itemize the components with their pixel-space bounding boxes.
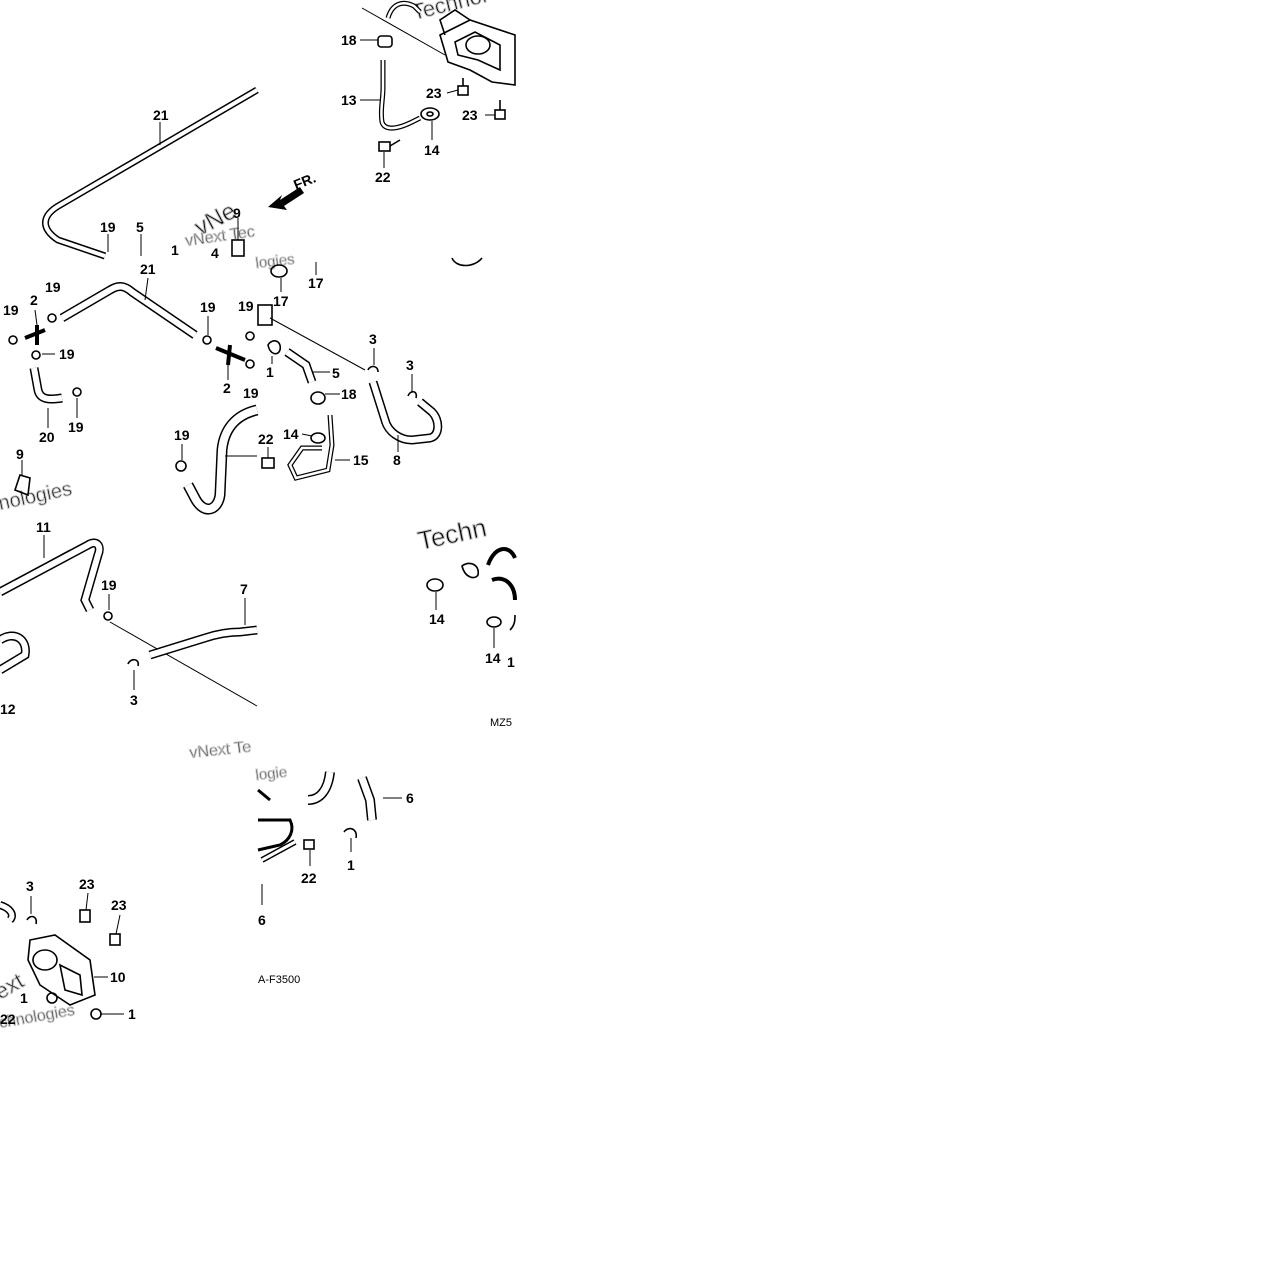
- callout-label: 19: [200, 299, 216, 315]
- callout-label: 19: [174, 427, 190, 443]
- callout-label: 1: [171, 242, 179, 258]
- callout-label: 5: [332, 365, 340, 381]
- tile-middle-center: [257, 257, 483, 481]
- callout-label: 1: [20, 990, 28, 1006]
- front-direction-label: FR.: [291, 169, 318, 192]
- callout-label: 3: [26, 878, 34, 894]
- callout-label: 22: [301, 870, 317, 886]
- callout-label: 6: [258, 912, 266, 928]
- callout-label: 8: [393, 452, 401, 468]
- tile-bottom-left: [0, 892, 124, 1020]
- callout-label: 1: [266, 364, 274, 380]
- callout-label: 23: [79, 876, 95, 892]
- callout-label: 4: [211, 245, 219, 261]
- callout-label: 23: [462, 107, 478, 123]
- callout-label: 23: [426, 85, 442, 101]
- callout-label: 2: [30, 292, 38, 308]
- tile-top-left: [42, 86, 304, 260]
- callout-label: 9: [233, 205, 241, 221]
- callout-label: 22: [258, 431, 274, 447]
- diagram-code-label: MZ5: [490, 717, 512, 729]
- callout-label: 19: [101, 577, 117, 593]
- callout-label: 5: [136, 219, 144, 235]
- callout-label: 21: [140, 261, 156, 277]
- callout-label: 20: [39, 429, 55, 445]
- callout-label: 14: [283, 426, 299, 442]
- tile-bottom-center: [257, 771, 402, 905]
- tile-lower-right: [426, 547, 517, 648]
- callout-label: 14: [424, 142, 440, 158]
- callout-label: 14: [485, 650, 501, 666]
- callout-label: 19: [238, 298, 254, 314]
- callout-label: 3: [130, 692, 138, 708]
- callout-label: 11: [36, 519, 51, 535]
- callout-label: 12: [0, 701, 16, 717]
- callout-label: 1: [128, 1006, 136, 1022]
- callout-layer: 21 19 5 1 9 4 17 17 18 13 23 23 14 22 21…: [0, 32, 515, 1027]
- callout-label: 22: [375, 169, 391, 185]
- callout-label: 6: [406, 790, 414, 806]
- callout-label: 18: [341, 386, 357, 402]
- callout-label: 9: [16, 446, 24, 462]
- callout-label: 14: [429, 611, 445, 627]
- callout-label: 23: [111, 897, 127, 913]
- watermark: logie: [255, 764, 288, 784]
- callout-label: 7: [240, 581, 248, 597]
- callout-label: 19: [243, 385, 259, 401]
- callout-label: 10: [110, 969, 126, 985]
- callout-label: 21: [153, 107, 169, 123]
- callout-label: 17: [273, 293, 289, 309]
- callout-label: 18: [341, 32, 357, 48]
- callout-label: 19: [100, 219, 116, 235]
- callout-label: 19: [3, 302, 19, 318]
- callout-label: 13: [341, 92, 357, 108]
- tile-middle-left: [8, 277, 259, 515]
- callout-label: 1: [347, 857, 355, 873]
- callout-label: 19: [45, 279, 61, 295]
- callout-label: 2: [223, 380, 231, 396]
- callout-label: 19: [59, 346, 75, 362]
- callout-label: 22: [0, 1011, 16, 1027]
- callout-label: 1: [507, 654, 515, 670]
- diagram-code-label: A-F3500: [258, 974, 300, 986]
- callout-label: 19: [68, 419, 84, 435]
- tile-lower-left: [0, 535, 258, 707]
- tile-top-right: [360, 0, 516, 168]
- callout-label: 3: [369, 331, 377, 347]
- callout-label: 15: [353, 452, 369, 468]
- callout-label: 3: [406, 357, 414, 373]
- callout-label: 17: [308, 275, 324, 291]
